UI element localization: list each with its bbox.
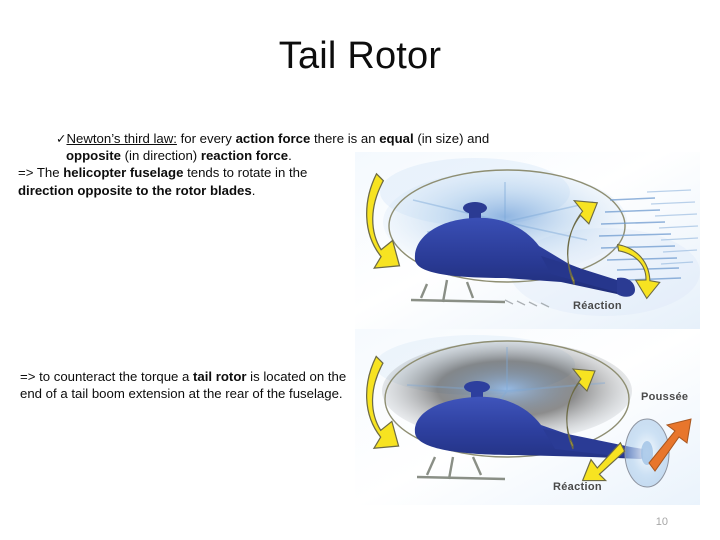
- yellow-arrow-reaction-top: [617, 243, 661, 300]
- label-reaction-bottom: Réaction: [553, 481, 602, 493]
- bold-direction-opposite: direction opposite to the rotor blades: [18, 182, 252, 198]
- helicopter-torque-figure: Réaction: [355, 152, 700, 505]
- para1-seg-e: .: [288, 148, 292, 164]
- yellow-arrow-left-bottom: [366, 355, 400, 450]
- para1-seg-a: for every: [176, 131, 236, 146]
- para1-seg-c: (in size) and: [413, 131, 490, 146]
- bottom-helicopter-diagram: [355, 329, 700, 505]
- yellow-arrow-right-top: [567, 200, 599, 285]
- para1-line3-a: => The: [18, 165, 64, 181]
- paragraph-newtons-law: ✓Newton’s third law: for every action fo…: [18, 130, 598, 199]
- page-number: 10: [655, 516, 668, 528]
- label-poussee: Poussée: [641, 391, 689, 403]
- para1-line3-c: .: [251, 182, 256, 198]
- para1-seg-d: (in direction): [120, 148, 201, 164]
- label-reaction-top: Réaction: [573, 300, 622, 312]
- figure-bottom-panel: Réaction Poussée: [355, 329, 700, 505]
- bold-helicopter-fuselage: helicopter fuselage: [63, 165, 184, 181]
- yellow-arrow-left-top: [366, 172, 401, 269]
- bold-action-force: action force: [235, 131, 311, 146]
- bold-equal: equal: [379, 131, 414, 146]
- para1-line3-b: tends to rotate in the: [183, 165, 308, 181]
- para2-seg-b: is located on the end of a tail boom ext…: [20, 369, 347, 402]
- bold-opposite: opposite: [66, 148, 121, 164]
- bold-tail-rotor: tail rotor: [193, 369, 247, 384]
- page-title: Tail Rotor: [278, 35, 442, 77]
- law-name-underlined: Newton’s third law:: [66, 131, 177, 146]
- bold-reaction-force: reaction force: [200, 148, 289, 164]
- top-helicopter-diagram: [355, 152, 700, 330]
- orange-arrow-poussee: [648, 418, 692, 472]
- yellow-arrow-right-bottom: [566, 368, 596, 450]
- helicopter-body-bottom: [414, 381, 670, 488]
- figure-top-panel: Réaction: [355, 152, 700, 330]
- paragraph-tail-rotor: => to counteract the torque a tail rotor…: [20, 368, 360, 402]
- checkmark-bullet-icon: ✓: [56, 131, 67, 146]
- yellow-arrow-reaction-bottom: [581, 441, 626, 482]
- para1-seg-b: there is an: [310, 131, 380, 146]
- para2-seg-a: => to counteract the torque a: [20, 369, 194, 384]
